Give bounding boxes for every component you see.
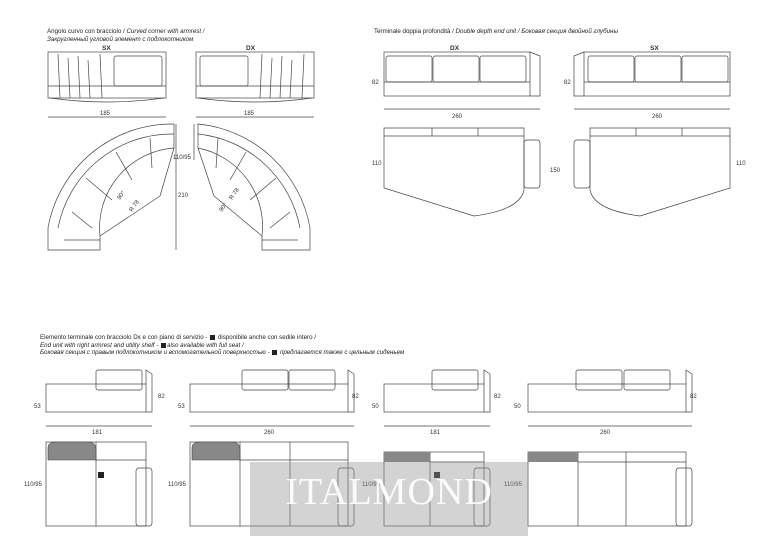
utility-shelf-3 [384,452,430,462]
utility-shelf-2 [191,441,241,461]
watermark-text: ITALMOND [285,471,493,513]
unit3-left-height: 50 [372,404,379,410]
corner-dx-plan [197,123,311,251]
corner-sx-radius: R 78 [129,199,142,213]
corner-sx-label: SX [102,45,111,52]
end-unit-1-front [45,369,153,413]
double-sx-height: 82 [564,80,571,86]
end-unit-3-front [383,369,491,413]
corner-dx-width: 185 [244,111,255,117]
utility-shelf-4 [528,452,578,462]
end-unit-4-plan [527,451,693,527]
double-sx-front [573,51,731,97]
unit3-right-height: 82 [494,394,501,400]
full-seat-marker-icon [272,350,278,356]
full-seat-marker-icon [98,472,104,478]
corner-caption: Angolo curvo con bracciolo / Curved corn… [47,28,205,43]
unit2-depth: 110/95 [168,482,187,488]
end-unit-3-plan [383,451,491,527]
corner-sx-width: 185 [100,111,111,117]
full-seat-marker-icon [210,335,216,340]
double-dx-label: DX [450,45,460,52]
unit2-left-height: 53 [178,404,185,410]
corner-dx-radius: R 78 [229,187,242,201]
unit1-right-height: 82 [158,394,165,400]
end-unit-4-front [527,369,693,413]
unit4-right-height: 82 [690,394,697,400]
unit4-depth: 110/95 [504,482,523,488]
end-unit-2-front [189,369,355,413]
double-sx-width: 260 [652,114,663,120]
unit4-width: 260 [600,430,611,436]
full-seat-marker-icon [161,342,167,348]
corner-height: 210 [178,193,189,199]
double-dx-height: 82 [372,80,379,86]
double-caption: Terminale doppia profondità / Double dep… [374,28,619,35]
utility-shelf-1 [47,441,97,461]
unit1-width: 181 [92,430,103,436]
corner-sx-plan [47,123,175,251]
double-dx-depth: 110 [372,161,382,167]
corner-depth: 110/95 [173,155,192,161]
full-seat-marker-icon [434,472,440,478]
unit2-width: 260 [264,430,275,436]
corner-dx-label: DX [246,45,256,52]
corner-dx-angle: 90° [219,202,229,213]
double-sx-depth: 110 [736,161,746,167]
double-dx-width: 260 [452,114,463,120]
double-sx-plan [573,127,731,217]
corner-dx-front [195,51,315,103]
corner-sx-front [47,51,167,103]
double-sx-label: SX [650,45,659,52]
double-depth-mid: 150 [550,168,561,174]
corner-sx-angle: 90° [117,190,127,201]
unit1-left-height: 53 [34,404,41,410]
unit4-left-height: 50 [514,404,521,410]
watermark-banner: ITALMOND [250,462,528,536]
double-dx-front [383,51,541,97]
unit3-depth: 110/95 [362,482,381,488]
double-dx-plan [383,127,541,217]
unit1-depth: 110/95 [24,482,43,488]
unit2-right-height: 82 [352,394,359,400]
unit3-width: 181 [430,430,441,436]
end-unit-caption: Elemento terminale con bracciolo Dx e co… [40,334,405,357]
